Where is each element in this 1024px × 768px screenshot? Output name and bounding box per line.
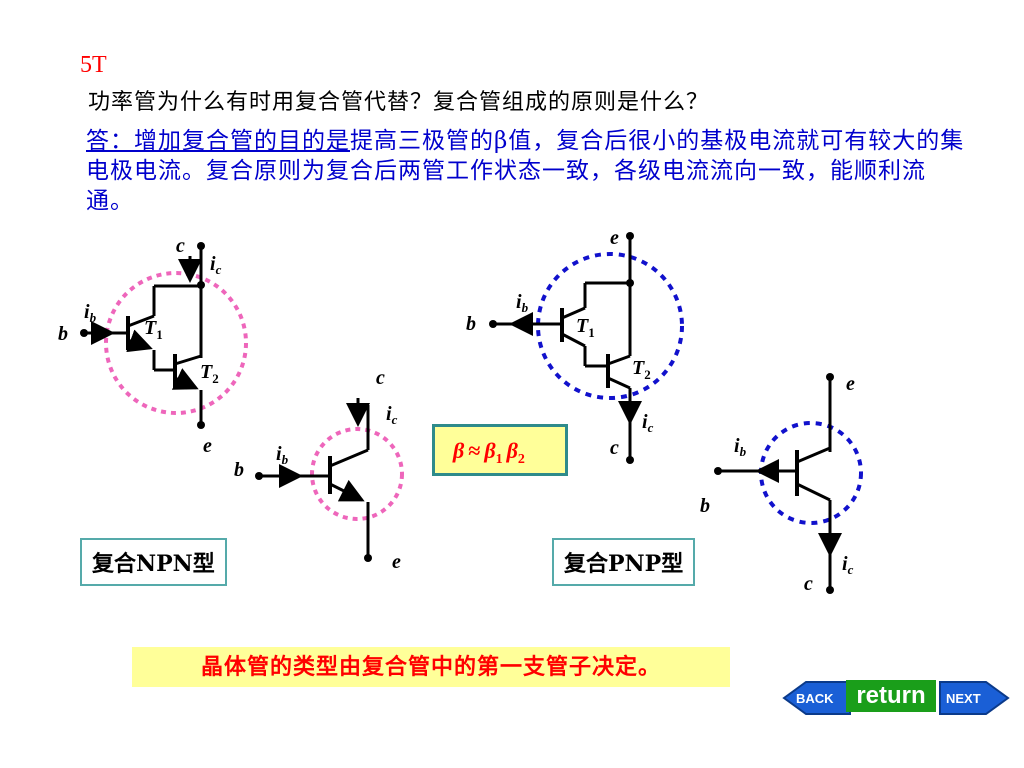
next-button[interactable]: NEXT bbox=[939, 681, 1010, 715]
pnp-equivalent: e ib b ic c bbox=[700, 373, 863, 595]
npn-type-box: 复合NPN型 bbox=[80, 538, 227, 586]
svg-text:T2: T2 bbox=[200, 361, 219, 386]
svg-text:b: b bbox=[234, 459, 244, 481]
svg-text:ic: ic bbox=[210, 253, 222, 277]
svg-text:e: e bbox=[392, 551, 401, 573]
npn-equivalent-circle bbox=[310, 427, 404, 521]
svg-text:c: c bbox=[376, 367, 385, 389]
svg-text:e: e bbox=[846, 373, 855, 395]
svg-text:ib: ib bbox=[734, 435, 747, 459]
svg-text:ib: ib bbox=[84, 301, 97, 325]
npn-equivalent: c ic ib b e bbox=[234, 367, 404, 573]
answer-text: 答：增加复合管的目的是提高三极管的β值，复合后很小的基极电流就可有较大的集电极电… bbox=[86, 126, 966, 216]
pnp-equivalent-circle bbox=[759, 421, 863, 525]
svg-text:T2: T2 bbox=[632, 357, 651, 382]
return-button[interactable]: return bbox=[846, 680, 936, 712]
back-button[interactable]: BACK bbox=[782, 681, 851, 715]
svg-text:ic: ic bbox=[642, 411, 654, 435]
svg-text:ib: ib bbox=[276, 443, 289, 467]
slide-number: 5T bbox=[80, 52, 107, 78]
answer-lead: 答：增加复合管的目的是 bbox=[86, 128, 350, 154]
svg-text:ib: ib bbox=[516, 291, 529, 315]
npn-darlington: c ic ib b T1 T2 e bbox=[58, 235, 248, 457]
nav-bar: BACK NEXT bbox=[782, 681, 1010, 715]
npn-darlington-circle bbox=[104, 271, 248, 415]
svg-text:T1: T1 bbox=[576, 315, 595, 340]
svg-text:b: b bbox=[700, 495, 710, 517]
pnp-darlington: e ib b T1 T2 ic c bbox=[466, 227, 684, 464]
pnp-darlington-circle bbox=[536, 252, 684, 400]
svg-text:BACK: BACK bbox=[796, 691, 834, 706]
bottom-note: 晶体管的类型由复合管中的第一支管子决定。 bbox=[132, 647, 730, 687]
svg-text:e: e bbox=[610, 227, 619, 249]
pnp-type-box: 复合PNP型 bbox=[552, 538, 696, 586]
svg-text:c: c bbox=[804, 573, 813, 595]
svg-text:e: e bbox=[203, 435, 212, 457]
label-c: c bbox=[176, 235, 185, 257]
svg-text:NEXT: NEXT bbox=[946, 691, 981, 706]
question-text: 功率管为什么有时用复合管代替？复合管组成的原则是什么？ bbox=[88, 90, 710, 115]
svg-text:c: c bbox=[610, 437, 619, 459]
svg-text:b: b bbox=[58, 323, 68, 345]
svg-text:ic: ic bbox=[386, 403, 398, 427]
svg-text:b: b bbox=[466, 313, 476, 335]
answer-body: 提高三极管的β值，复合后很小的基极电流就可有较大的集电极电流。复合原则为复合后两… bbox=[86, 128, 965, 214]
svg-text:T1: T1 bbox=[144, 317, 163, 342]
svg-text:ic: ic bbox=[842, 553, 854, 577]
